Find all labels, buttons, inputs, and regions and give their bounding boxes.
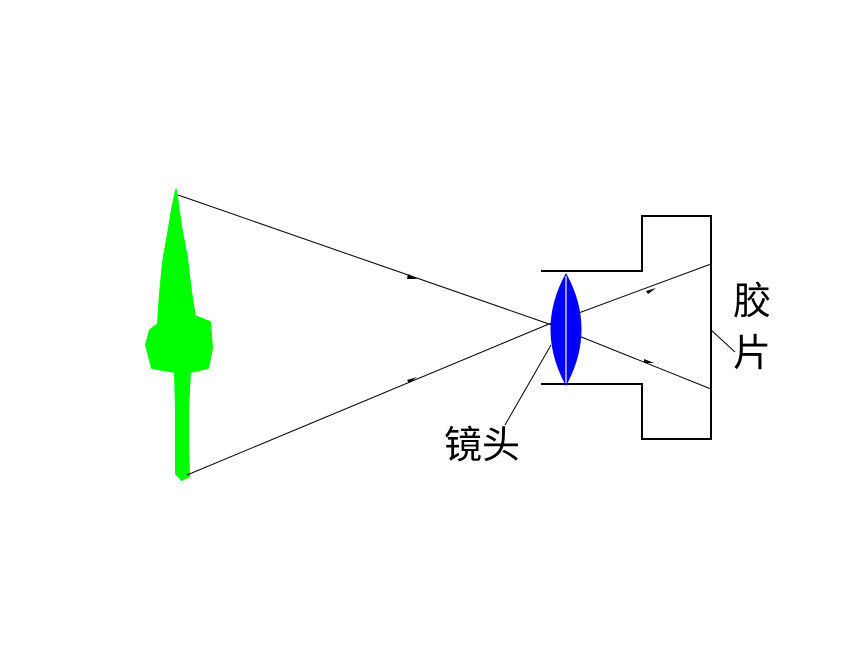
ray-bottom-incoming xyxy=(186,323,550,476)
camera-body xyxy=(541,215,712,440)
film-label-line1: 胶 xyxy=(733,279,771,323)
arrow-bottom-incoming xyxy=(407,377,417,383)
arrow-top-outgoing xyxy=(646,288,656,294)
lens-label: 镜头 xyxy=(444,423,520,467)
lens-leader-line xyxy=(504,344,552,426)
arrow-bottom-outgoing xyxy=(644,359,654,363)
film-label-line2: 片 xyxy=(733,331,771,375)
ray-top-incoming xyxy=(177,194,550,325)
object-shape xyxy=(145,189,213,481)
arrow-top-incoming xyxy=(407,274,417,279)
film-leader-line xyxy=(710,329,736,353)
